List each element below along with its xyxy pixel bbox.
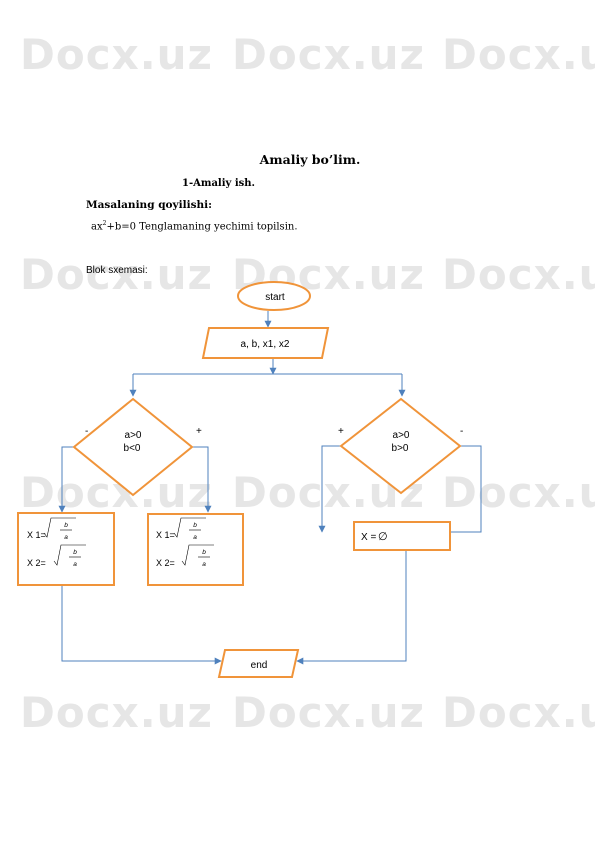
box-mid-x1-label: X 1= xyxy=(156,530,175,540)
box-left xyxy=(17,512,115,586)
decision-left-line2: b<0 xyxy=(124,443,141,454)
input-label: a, b, x1, x2 xyxy=(241,339,290,350)
fraction-denominator: a xyxy=(64,534,68,541)
decision-right-line1: a>0 xyxy=(393,430,410,441)
decision-right-pos-label: + xyxy=(338,426,344,437)
fraction-numerator: b xyxy=(64,522,68,529)
equation-exponent: 2 xyxy=(102,220,107,227)
connector-right-pos xyxy=(318,445,341,533)
decision-right xyxy=(339,397,462,495)
decision-left xyxy=(72,397,194,497)
box-mid-x2-label: X 2= xyxy=(156,558,175,568)
radical-sign xyxy=(173,517,206,538)
watermark: Docx.uz xyxy=(232,30,426,79)
fraction-numerator: b xyxy=(73,549,77,556)
start-terminal xyxy=(237,281,311,311)
decision-left-line1: a>0 xyxy=(125,430,142,441)
box-mid xyxy=(147,513,244,586)
input-parallelogram xyxy=(201,327,330,359)
radical-sign xyxy=(181,544,214,566)
watermark: Docx.uz xyxy=(232,688,426,737)
connector-left-pos xyxy=(192,446,212,513)
fraction-denominator: a xyxy=(73,561,77,568)
radical-sign xyxy=(53,544,86,566)
decision-right-line2: b>0 xyxy=(392,443,409,454)
empty-set-symbol: ∅ xyxy=(378,531,388,543)
radical-sign xyxy=(43,517,76,538)
fraction-numerator: b xyxy=(193,522,197,529)
fraction-denominator: a xyxy=(202,561,206,568)
connector-box-right-end xyxy=(296,550,407,665)
equation-base: ax xyxy=(91,221,103,233)
equation-rest: +b=0 Tenglamaning yechimi topilsin. xyxy=(106,221,298,233)
box-left-x1-label: X 1= xyxy=(27,530,46,540)
watermark: Docx.uz xyxy=(442,250,595,299)
decision-left-neg-label: - xyxy=(85,426,88,437)
box-right-label: X = xyxy=(361,532,376,543)
box-left-x2-label: X 2= xyxy=(27,558,46,568)
problem-statement-label: Masalaning qoyilishi: xyxy=(86,199,213,211)
watermark: Docx.uz xyxy=(20,688,214,737)
watermark: Docx.uz xyxy=(442,30,595,79)
fraction-denominator: a xyxy=(193,534,197,541)
watermark: Docx.uz xyxy=(442,688,595,737)
decision-right-neg-label: - xyxy=(460,426,463,437)
equation-text: ax2+b=0 Tenglamaning yechimi topilsin. xyxy=(91,220,298,232)
end-label: end xyxy=(251,660,268,671)
fraction-numerator: b xyxy=(202,549,206,556)
connector-box-left-end xyxy=(61,585,222,665)
block-scheme-label: Blok sxemasi: xyxy=(86,265,148,276)
watermark: Docx.uz xyxy=(20,30,214,79)
decision-left-pos-label: + xyxy=(196,426,202,437)
start-label: start xyxy=(265,292,285,303)
watermark: Docx.uz xyxy=(20,250,214,299)
connector-right-neg xyxy=(449,445,482,533)
page-title: Amaliy bo’lim. xyxy=(259,152,361,167)
section-subtitle: 1-Amaliy ish. xyxy=(182,178,255,189)
box-right xyxy=(353,521,451,551)
connector-left-neg xyxy=(58,446,74,513)
watermark: Docx.uz xyxy=(442,468,595,517)
end-terminal xyxy=(217,649,300,678)
